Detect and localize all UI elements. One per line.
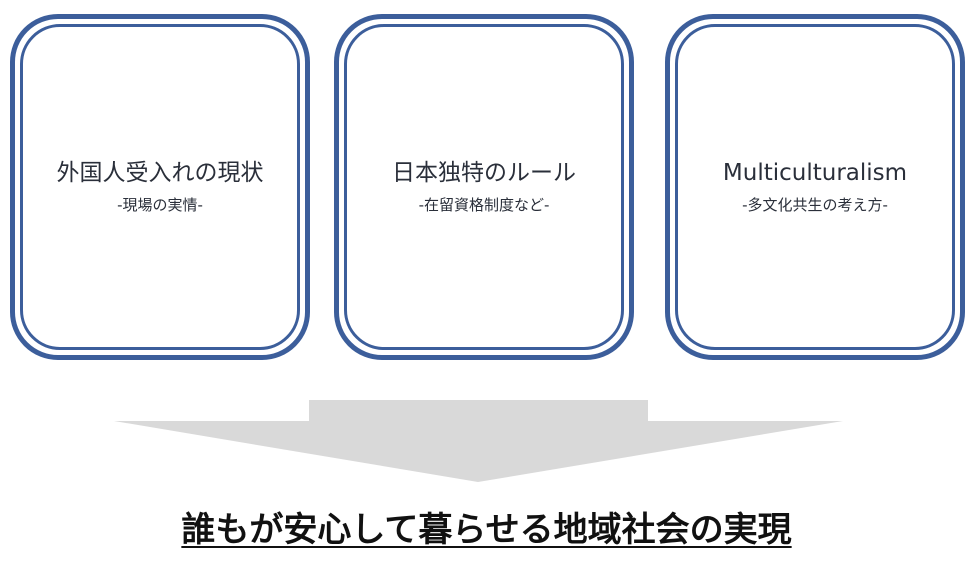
arrow-shape (114, 400, 843, 482)
card-subtitle: -在留資格制度など- (418, 196, 550, 214)
card-inner-border: 日本独特のルール -在留資格制度など- (344, 24, 624, 350)
card-japanese-rules: 日本独特のルール -在留資格制度など- (334, 14, 634, 360)
card-subtitle: -多文化共生の考え方- (742, 196, 888, 214)
card-inner-border: Multiculturalism -多文化共生の考え方- (675, 24, 955, 350)
conclusion-heading: 誰もが安心して暮らせる地域社会の実現 (0, 508, 973, 552)
card-title: 日本独特のルール (392, 160, 576, 186)
card-title: 外国人受入れの現状 (56, 160, 264, 186)
card-subtitle: -現場の実情- (117, 196, 203, 214)
card-inner-border: 外国人受入れの現状 -現場の実情- (20, 24, 300, 350)
card-title: Multiculturalism (722, 160, 908, 186)
card-current-situation: 外国人受入れの現状 -現場の実情- (10, 14, 310, 360)
down-arrow-icon (114, 400, 843, 482)
card-multiculturalism: Multiculturalism -多文化共生の考え方- (665, 14, 965, 360)
conclusion-text: 誰もが安心して暮らせる地域社会の実現 (181, 510, 792, 550)
